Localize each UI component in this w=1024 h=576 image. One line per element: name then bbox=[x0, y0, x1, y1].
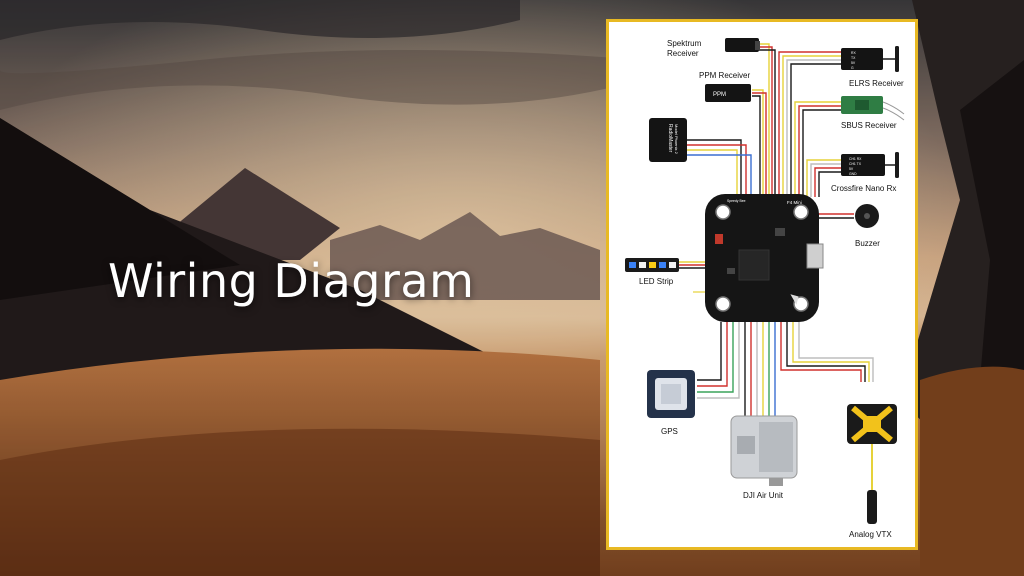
buzzer-label: Buzzer bbox=[855, 239, 880, 248]
dji-air-unit-label: DJI Air Unit bbox=[743, 491, 784, 500]
antenna-icon bbox=[867, 490, 877, 524]
spektrum-receiver-label-line2: Receiver bbox=[667, 49, 699, 58]
flight-controller: Speedy Bee F4 Mini bbox=[705, 194, 824, 322]
mount-hole bbox=[715, 296, 731, 312]
spektrum-receiver bbox=[725, 38, 760, 52]
wire-bundle-bottom bbox=[697, 322, 874, 417]
fc-model: F4 Mini bbox=[787, 200, 802, 205]
wiring-diagram-panel: Spektrum Receiver PPM PPM Receiver RX TX… bbox=[606, 19, 918, 550]
ppm-receiver: PPM bbox=[705, 84, 751, 102]
crossfire-receiver-label: Crossfire Nano Rx bbox=[831, 184, 896, 193]
antenna-icon bbox=[895, 152, 899, 178]
buzzer bbox=[855, 204, 879, 228]
analog-vtx-label: Analog VTX bbox=[849, 530, 892, 539]
radiomaster-module: RadioMaster Model Phoenix 2 bbox=[649, 118, 687, 162]
wiring-diagram: Spektrum Receiver PPM PPM Receiver RX TX… bbox=[625, 38, 905, 539]
elrs-pin-g: G bbox=[851, 66, 854, 70]
elrs-pin-5v: 5V bbox=[851, 61, 856, 65]
elrs-receiver: RX TX 5V G bbox=[841, 46, 899, 72]
slide-title: Wiring Diagram bbox=[108, 254, 475, 308]
mount-hole bbox=[715, 204, 731, 220]
ppm-module-text: PPM bbox=[713, 92, 726, 98]
elrs-pin-tx: TX bbox=[851, 56, 856, 60]
crossfire-pin-5v: 5V bbox=[849, 167, 854, 171]
crossfire-receiver: CH1 RX CH1 TX 5V GND bbox=[841, 152, 899, 178]
sbus-receiver-label: SBUS Receiver bbox=[841, 121, 897, 130]
elrs-receiver-label: ELRS Receiver bbox=[849, 79, 904, 88]
elrs-pin-rx: RX bbox=[851, 51, 856, 55]
crossfire-pin-ch1tx: CH1 TX bbox=[849, 162, 862, 166]
wire-bundle-top bbox=[687, 43, 841, 197]
gps-module bbox=[647, 370, 695, 418]
antenna-icon bbox=[895, 46, 899, 72]
sbus-receiver bbox=[841, 96, 905, 121]
radiomaster-brand: RadioMaster bbox=[667, 124, 673, 153]
ppm-receiver-label: PPM Receiver bbox=[699, 71, 750, 80]
fc-brand: Speedy Bee bbox=[727, 199, 746, 203]
spektrum-receiver-label: Spektrum bbox=[667, 39, 702, 48]
radiomaster-model: Model Phoenix 2 bbox=[674, 124, 679, 155]
dji-air-unit bbox=[730, 415, 798, 486]
gps-label: GPS bbox=[661, 427, 678, 436]
led-strip-label: LED Strip bbox=[639, 277, 674, 286]
crossfire-pin-ch1rx: CH1 RX bbox=[849, 157, 862, 161]
led-strip bbox=[625, 258, 679, 272]
analog-vtx bbox=[847, 404, 897, 524]
crossfire-pin-gnd: GND bbox=[849, 172, 857, 176]
mount-hole bbox=[793, 204, 809, 220]
